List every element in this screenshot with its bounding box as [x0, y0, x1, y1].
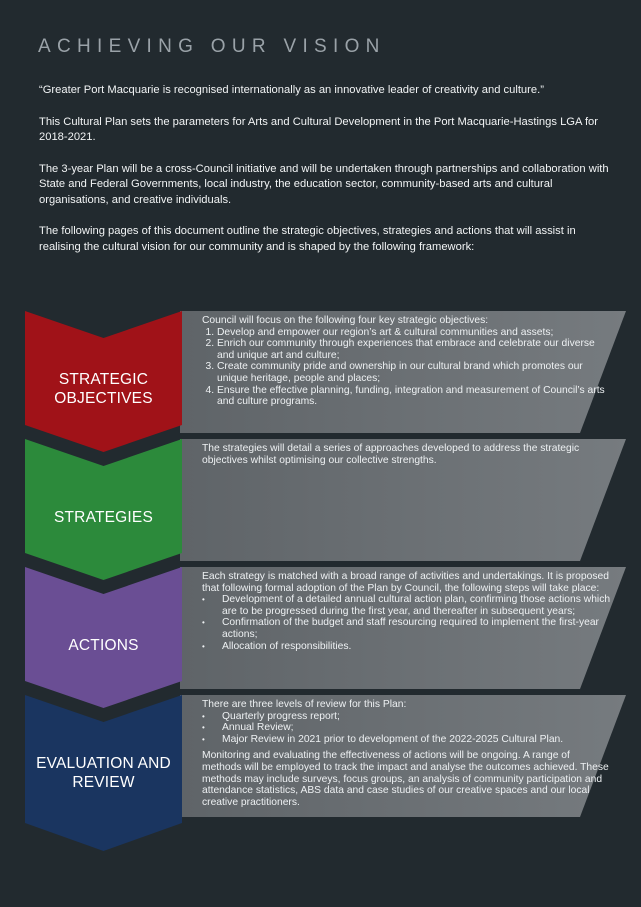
actions-text: Each strategy is matched with a broad ra… [202, 571, 612, 652]
strategies-chevron-shape [25, 439, 182, 580]
objectives-text: Council will focus on the following four… [202, 315, 612, 408]
strategies-text: The strategies will detail a series of a… [202, 443, 612, 466]
strategies-panel-shape [180, 439, 626, 561]
objectives-label: STRATEGIC OBJECTIVES [54, 371, 153, 407]
evaluation-label: EVALUATION AND REVIEW [36, 755, 171, 791]
strategies-chevron: STRATEGIES [25, 439, 182, 580]
actions-label: ACTIONS [68, 637, 139, 654]
objectives-chevron-shape [25, 311, 182, 452]
strategies-description: The strategies will detail a series of a… [202, 443, 580, 466]
objectives-list: Develop and empower our region’s art & c… [202, 327, 612, 408]
evaluation-lead: There are three levels of review for thi… [202, 699, 407, 710]
intro-paragraph-2: The 3-year Plan will be a cross-Council … [39, 162, 609, 206]
strategies-label: STRATEGIES [53, 509, 154, 526]
objective-item: Enrich our community through experiences… [217, 338, 612, 361]
vision-quote: “Greater Port Macquarie is recognised in… [39, 84, 544, 96]
evaluation-description: Monitoring and evaluating the effectiven… [202, 750, 609, 808]
action-item: Allocation of responsibilities. [202, 641, 612, 653]
actions-lead: Each strategy is matched with a broad ra… [202, 571, 609, 594]
action-item: Development of a detailed annual cultura… [202, 594, 612, 617]
review-item: Major Review in 2021 prior to developmen… [202, 734, 612, 746]
evaluation-list: Quarterly progress report; Annual Review… [202, 711, 612, 746]
actions-chevron: ACTIONS [25, 567, 182, 708]
evaluation-chevron: EVALUATION AND REVIEW [25, 695, 182, 852]
action-item: Confirmation of the budget and staff res… [202, 617, 612, 640]
actions-chevron-shape [25, 567, 182, 708]
objective-item: Develop and empower our region’s art & c… [217, 327, 612, 339]
intro-paragraph-1: This Cultural Plan sets the parameters f… [39, 115, 599, 144]
objectives-chevron: STRATEGIC OBJECTIVES [25, 311, 182, 452]
evaluation-text: There are three levels of review for thi… [202, 699, 612, 808]
intro-section: “Greater Port Macquarie is recognised in… [39, 83, 609, 271]
review-item: Annual Review; [202, 722, 612, 734]
objective-item: Ensure the effective planning, funding, … [217, 385, 612, 408]
objective-item: Create community pride and ownership in … [217, 361, 612, 384]
intro-paragraph-3: The following pages of this document out… [39, 225, 576, 253]
objectives-panel-shape [180, 311, 626, 433]
objectives-lead: Council will focus on the following four… [202, 315, 489, 326]
review-item: Quarterly progress report; [202, 711, 612, 723]
actions-list: Development of a detailed annual cultura… [202, 594, 612, 652]
evaluation-chevron-shape [25, 695, 182, 851]
page-title: ACHIEVING OUR VISION [38, 36, 386, 57]
